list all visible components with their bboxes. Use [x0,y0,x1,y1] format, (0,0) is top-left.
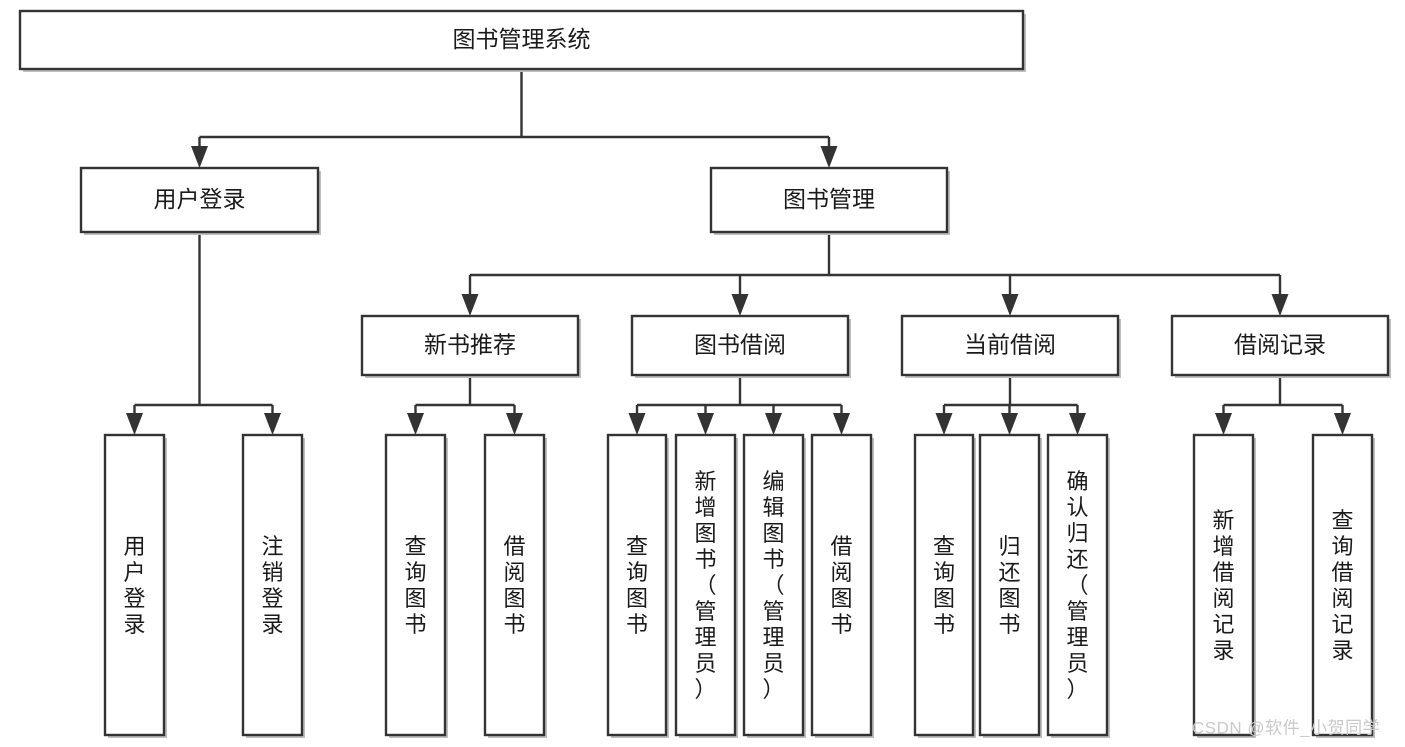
node-rect[interactable] [709,166,949,234]
node-rect[interactable] [810,433,873,737]
node-leaf-1[interactable]: 用户登录 [103,433,167,738]
node-leaf-10[interactable]: 归还图书 [978,433,1042,738]
node-rect[interactable] [674,433,737,737]
node-label: 用户登录 [154,186,246,212]
node-rect[interactable] [913,433,975,737]
node-label: 当前借阅 [964,332,1056,358]
arrow-head-icon [833,413,850,435]
node-label: 借阅记录 [1234,332,1326,358]
arrow-head-icon [264,413,281,435]
node-rect[interactable] [241,433,304,737]
arrow-head-icon [1271,294,1289,316]
arrow-head-icon [628,413,646,435]
node-label: 确认归还（管理员） [1066,469,1088,702]
node-label: 图书管理 [783,186,875,212]
node-rect[interactable] [79,166,320,234]
node-label: 新增借阅记录 [1212,508,1234,663]
node-rect[interactable] [1170,314,1390,377]
arrow-head-icon [126,413,143,435]
arrow-head-icon [820,146,838,168]
node-label: 查询图书 [933,534,955,637]
node-label: 图书借阅 [694,332,786,358]
arrow-head-icon [697,413,714,435]
node-rect[interactable] [630,314,850,377]
node-level2-2[interactable]: 图书管理 [709,166,950,235]
node-label: 用户登录 [123,534,145,637]
arrow-head-icon [461,294,479,316]
node-leaf-8[interactable]: 借阅图书 [810,433,874,738]
node-level3-3[interactable]: 当前借阅 [900,314,1121,378]
connector-layer [126,69,1351,435]
node-label: 图书管理系统 [453,26,591,52]
node-leaf-12[interactable]: 新增借阅记录 [1192,433,1256,738]
node-leaf-11[interactable]: 确认归还（管理员） [1046,433,1110,738]
node-rect[interactable] [360,314,580,377]
node-rect[interactable] [742,433,805,737]
node-rect[interactable] [606,433,668,737]
node-rect[interactable] [103,433,166,737]
arrow-head-icon [506,413,523,435]
arrow-head-icon [1069,413,1086,435]
node-leaf-13[interactable]: 查询借阅记录 [1311,433,1375,738]
arrow-head-icon [191,146,208,168]
node-level3-2[interactable]: 图书借阅 [630,314,851,378]
node-rect[interactable] [384,433,447,737]
node-label: 借阅图书 [503,534,525,637]
arrow-head-icon [1215,413,1232,435]
node-level3-4[interactable]: 借阅记录 [1170,314,1391,378]
node-rect[interactable] [1192,433,1255,737]
node-label: 查询借阅记录 [1331,508,1353,663]
node-rect[interactable] [483,433,546,737]
arrow-head-icon [1001,294,1019,316]
watermark-label: CSDN @软件_小贺同学 [1192,718,1380,737]
node-rect[interactable] [978,433,1041,737]
arrow-head-icon [731,294,749,316]
node-label: 编辑图书（管理员） [762,469,784,702]
node-label: 新书推荐 [424,332,516,358]
node-level3-1[interactable]: 新书推荐 [360,314,581,378]
node-label: 借阅图书 [830,534,852,637]
node-rect[interactable] [1311,433,1374,737]
arrow-head-icon [407,413,424,435]
node-leaf-4[interactable]: 借阅图书 [483,433,547,738]
arrow-head-icon [1334,413,1351,435]
arrow-head-icon [765,413,782,435]
node-leaf-6[interactable]: 新增图书（管理员） [674,433,738,738]
arrow-head-icon [1001,413,1018,435]
node-rect[interactable] [1046,433,1109,737]
node-label: 查询图书 [404,534,426,637]
arrow-head-icon [935,413,953,435]
node-rect[interactable] [18,9,1025,71]
node-label: 查询图书 [626,534,648,637]
node-rect[interactable] [900,314,1120,377]
node-leaf-7[interactable]: 编辑图书（管理员） [742,433,806,738]
node-leaf-2[interactable]: 注销登录 [241,433,305,738]
node-root-system[interactable]: 图书管理系统 [18,9,1026,72]
node-label: 归还图书 [998,534,1020,637]
node-level2-1[interactable]: 用户登录 [79,166,321,235]
node-leaf-5[interactable]: 查询图书 [606,433,669,738]
node-leaf-9[interactable]: 查询图书 [913,433,976,738]
node-layer: 图书管理系统用户登录图书管理新书推荐图书借阅当前借阅借阅记录用户登录注销登录查询… [18,9,1391,738]
node-label: 新增图书（管理员） [694,469,716,702]
node-leaf-3[interactable]: 查询图书 [384,433,448,738]
node-label: 注销登录 [261,534,283,637]
